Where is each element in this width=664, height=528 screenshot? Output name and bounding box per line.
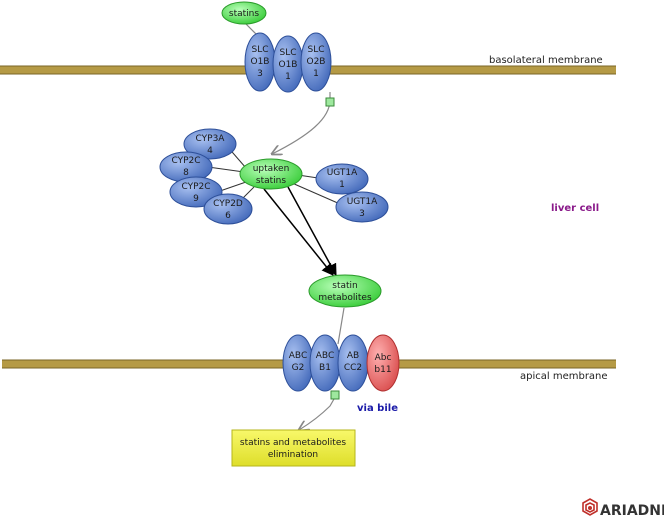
basolateral-membrane-label: basolateral membrane xyxy=(489,55,603,66)
edge-cyp2c8 xyxy=(207,166,245,173)
ariadne-logo: ARIADNE xyxy=(582,498,664,519)
efflux-process-node xyxy=(330,390,340,400)
apical-membrane-label: apical membrane xyxy=(520,371,608,382)
edge-cyp2c9 xyxy=(219,181,247,192)
uptake-process-node xyxy=(325,97,335,107)
ariadne-logo-icon xyxy=(582,498,598,516)
edge-ugt1a3 xyxy=(291,182,341,205)
via-bile-label: via bile xyxy=(357,403,398,414)
edge-uptaken-metabolites-2 xyxy=(287,186,337,277)
edge-metabolites-abc xyxy=(337,307,345,345)
edges xyxy=(207,21,345,430)
edge-uptaken-metabolites-1 xyxy=(263,188,334,276)
liver-cell-label: liver cell xyxy=(551,203,599,214)
edge-transport-uptaken xyxy=(272,92,331,154)
node-statins-label: statins xyxy=(229,9,259,19)
ariadne-logo-text: ARIADNE xyxy=(600,503,664,519)
edge-abc-elimination xyxy=(299,398,335,430)
node-statins: statins xyxy=(221,1,267,25)
